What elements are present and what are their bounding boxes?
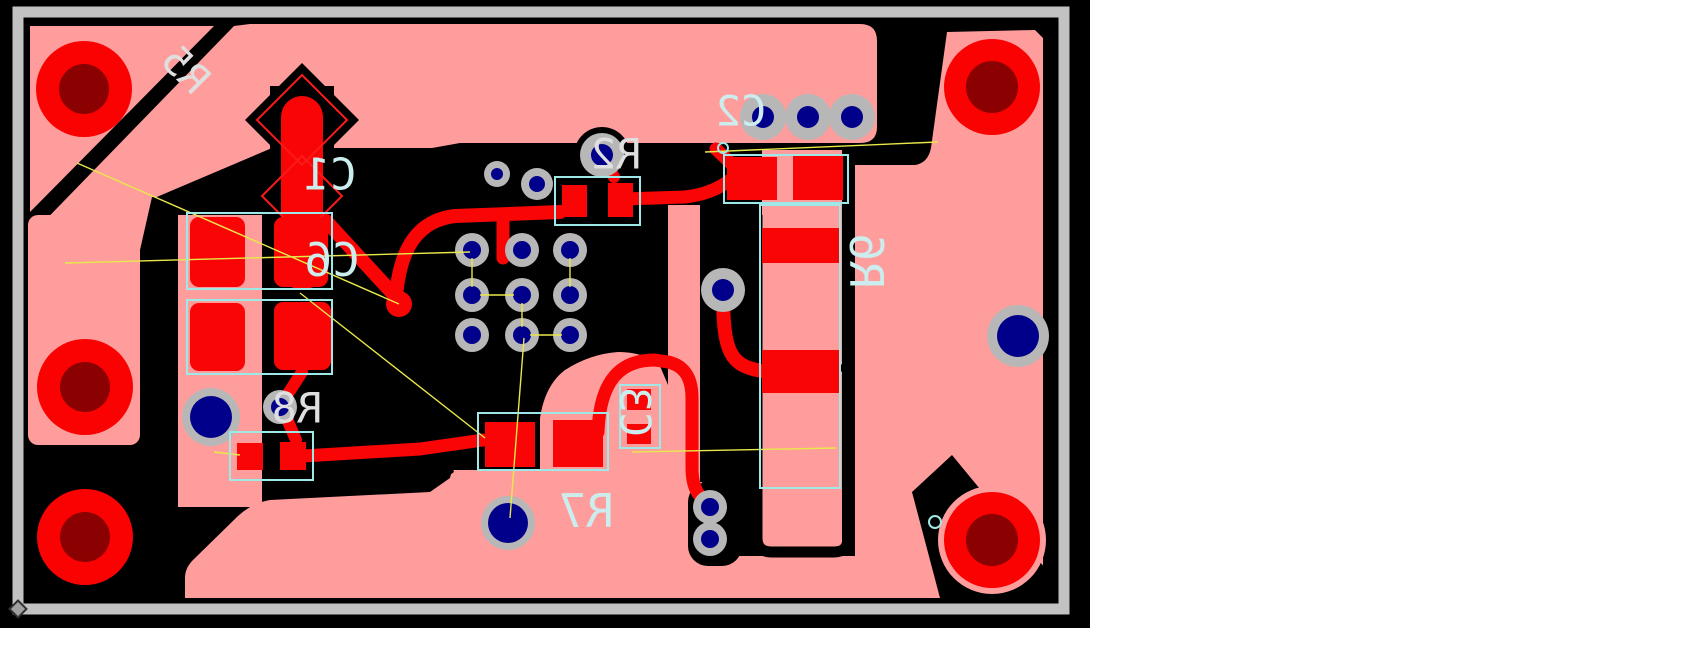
mount-hole[interactable]: [944, 39, 1040, 135]
via[interactable]: [553, 318, 587, 352]
smd-pad[interactable]: [274, 302, 331, 370]
smd-pad[interactable]: [627, 424, 651, 444]
airwire: [299, 292, 486, 439]
trace[interactable]: [319, 214, 403, 304]
component-outline-r1: [554, 176, 641, 226]
pad-layer[interactable]: [190, 73, 843, 470]
smd-pad[interactable]: [485, 422, 535, 467]
trace[interactable]: [296, 433, 490, 463]
via[interactable]: [484, 161, 510, 187]
component-outline-r8: [229, 431, 314, 481]
label-c2: C2: [716, 87, 767, 136]
via[interactable]: [701, 268, 745, 312]
pour-bottom-strip: [655, 556, 870, 598]
label-c6: C6: [304, 233, 359, 287]
trace[interactable]: [591, 353, 719, 512]
smd-pad[interactable]: [190, 217, 245, 287]
trace[interactable]: [617, 173, 737, 206]
smd-pad[interactable]: [727, 157, 777, 200]
component-outline-r6: [759, 204, 841, 489]
pour-right-region: [855, 30, 1043, 598]
mount-hole[interactable]: [36, 41, 132, 137]
component-outline-c6b: [186, 299, 333, 375]
smd-pad[interactable]: [627, 389, 651, 410]
component-outline-r7: [477, 412, 609, 471]
airwire: [509, 337, 525, 519]
smd-pad[interactable]: [237, 443, 263, 470]
via[interactable]: [505, 278, 539, 312]
pour-island-r6: [762, 150, 842, 548]
mount-hole[interactable]: [37, 489, 133, 585]
through-hole-pad[interactable]: [785, 94, 831, 140]
smd-pad[interactable]: [608, 183, 633, 217]
label-c1: C1: [304, 150, 357, 201]
smd-pad[interactable]: [190, 303, 245, 371]
via[interactable]: [987, 305, 1049, 367]
origin-marker-icon: [8, 599, 28, 619]
label-c3: C3: [611, 387, 660, 438]
via[interactable]: [481, 496, 535, 550]
airwire: [704, 141, 939, 153]
silkscreen-text-layer: C1 C6 C2 R2 R6 R8 R7 C3 R5: [152, 37, 893, 538]
via[interactable]: [553, 233, 587, 267]
board-outline: [8, 6, 1070, 619]
trace[interactable]: [389, 205, 567, 304]
mount-hole[interactable]: [944, 492, 1040, 588]
through-hole-pad[interactable]: [740, 94, 786, 140]
label-r6: R6: [839, 233, 893, 288]
silkscreen-outline-layer: [186, 142, 942, 529]
smd-pad[interactable]: [280, 442, 306, 470]
airwire: [64, 251, 471, 264]
board-outline-frame: [12, 6, 1070, 615]
through-hole-pad[interactable]: [829, 94, 875, 140]
component-outline-c3: [619, 384, 661, 449]
via[interactable]: [505, 318, 539, 352]
smd-pad[interactable]: [762, 350, 840, 393]
label-r2: R2: [591, 130, 642, 179]
clearance-u-channel: [751, 215, 854, 558]
smd-pad[interactable]: [553, 420, 603, 467]
airwire: [631, 447, 837, 453]
via[interactable]: [455, 318, 489, 352]
via[interactable]: [553, 278, 587, 312]
silk-dot: [717, 142, 729, 154]
smd-pad[interactable]: [274, 217, 328, 287]
mounting-holes[interactable]: [36, 39, 1040, 588]
via[interactable]: [521, 168, 553, 200]
label-r7: R7: [558, 484, 613, 538]
airwire: [76, 162, 400, 305]
smd-pad[interactable]: [562, 185, 587, 217]
smd-pad[interactable]: [793, 155, 843, 200]
label-r8: R8: [272, 384, 323, 433]
airwire: [213, 451, 241, 456]
silk-dot: [928, 515, 942, 529]
component-outline-c6a: [186, 212, 333, 290]
mount-hole[interactable]: [37, 339, 133, 435]
via[interactable]: [580, 133, 624, 177]
pad-c1-diamond-outline: [255, 73, 349, 167]
via[interactable]: [693, 522, 727, 556]
via[interactable]: [455, 233, 489, 267]
via[interactable]: [182, 388, 240, 446]
via[interactable]: [263, 390, 297, 424]
via-layer[interactable]: [182, 94, 1049, 556]
via[interactable]: [505, 233, 539, 267]
ratsnest-layer: [64, 141, 939, 519]
smd-pad[interactable]: [762, 228, 840, 263]
component-outline-r3: [723, 154, 849, 204]
via[interactable]: [693, 490, 727, 524]
via[interactable]: [455, 278, 489, 312]
